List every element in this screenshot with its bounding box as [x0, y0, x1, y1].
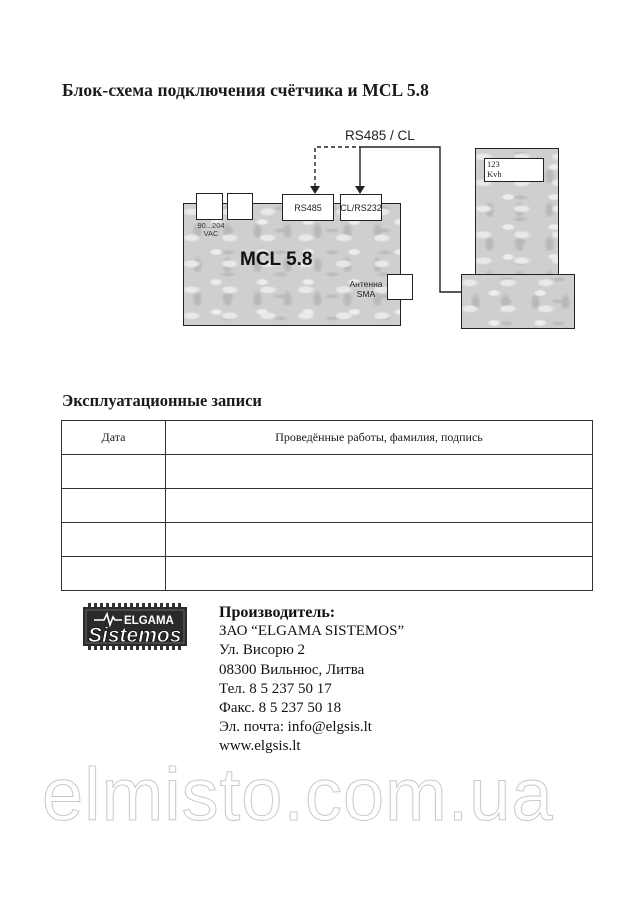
watermark: elmisto.com.ua [42, 753, 554, 837]
logo-chip-icon: ELGAMA Sistemos [83, 603, 187, 650]
city-address: 08300 Вильнюс, Литва [219, 661, 365, 678]
power-connector-2 [227, 193, 253, 220]
port-cl-rs232: CL/RS232 [340, 194, 382, 221]
company-name: ЗАО “ELGAMA SISTEMOS” [219, 623, 405, 640]
cell-date[interactable] [61, 522, 166, 557]
records-title: Эксплуатационные записи [62, 391, 262, 410]
svg-text:Sistemos: Sistemos [88, 624, 181, 647]
table-header-row: Дата Проведённые работы, фамилия, подпис… [61, 420, 593, 455]
port-rs485: RS485 [282, 194, 334, 221]
website-link[interactable]: www.elgsis.lt [219, 738, 301, 755]
cell-works[interactable] [165, 556, 593, 591]
cell-works[interactable] [165, 454, 593, 489]
cell-works[interactable] [165, 488, 593, 523]
table-row [61, 488, 593, 523]
power-connector-1 [196, 193, 223, 220]
fax: Факс. 8 5 237 50 18 [219, 700, 342, 717]
manufacturer-heading: Производитель: [219, 604, 336, 621]
records-table: Дата Проведённые работы, фамилия, подпис… [61, 420, 593, 591]
diagram-title: Блок-схема подключения счётчика и MCL 5.… [62, 80, 430, 100]
phone: Тел. 8 5 237 50 17 [219, 680, 332, 697]
cell-date[interactable] [61, 556, 166, 591]
bus-label: RS485 / CL [345, 128, 415, 143]
table-row [61, 522, 593, 557]
power-label: 90...204 VAC [197, 221, 225, 238]
connection-lines [310, 146, 461, 293]
elgama-sistemos-logo: ELGAMA Sistemos [80, 603, 190, 650]
cell-works[interactable] [165, 522, 593, 557]
svg-text:ELGAMA: ELGAMA [124, 615, 174, 627]
email: Эл. почта: info@elgsis.lt [219, 719, 372, 736]
cell-date[interactable] [61, 488, 166, 523]
antenna-connector [387, 274, 413, 300]
antenna-label: Антенна SMA [349, 279, 383, 299]
manufacturer-info: Производитель: ЗАО “ELGAMA SISTEMOS” Ул.… [219, 603, 404, 757]
column-header-works: Проведённые работы, фамилия, подпись [165, 420, 593, 455]
street-address: Ул. Висорю 2 [219, 642, 306, 659]
table-row [61, 556, 593, 591]
table-row [61, 454, 593, 489]
column-header-date: Дата [61, 420, 166, 455]
cell-date[interactable] [61, 454, 166, 489]
meter-display: 123 Kvh [484, 158, 544, 182]
meter-base [461, 274, 575, 329]
connection-diagram: RS485 / CL 90...204 VAC RS485 CL/RS232 M… [0, 0, 640, 360]
device-name: MCL 5.8 [240, 249, 313, 270]
